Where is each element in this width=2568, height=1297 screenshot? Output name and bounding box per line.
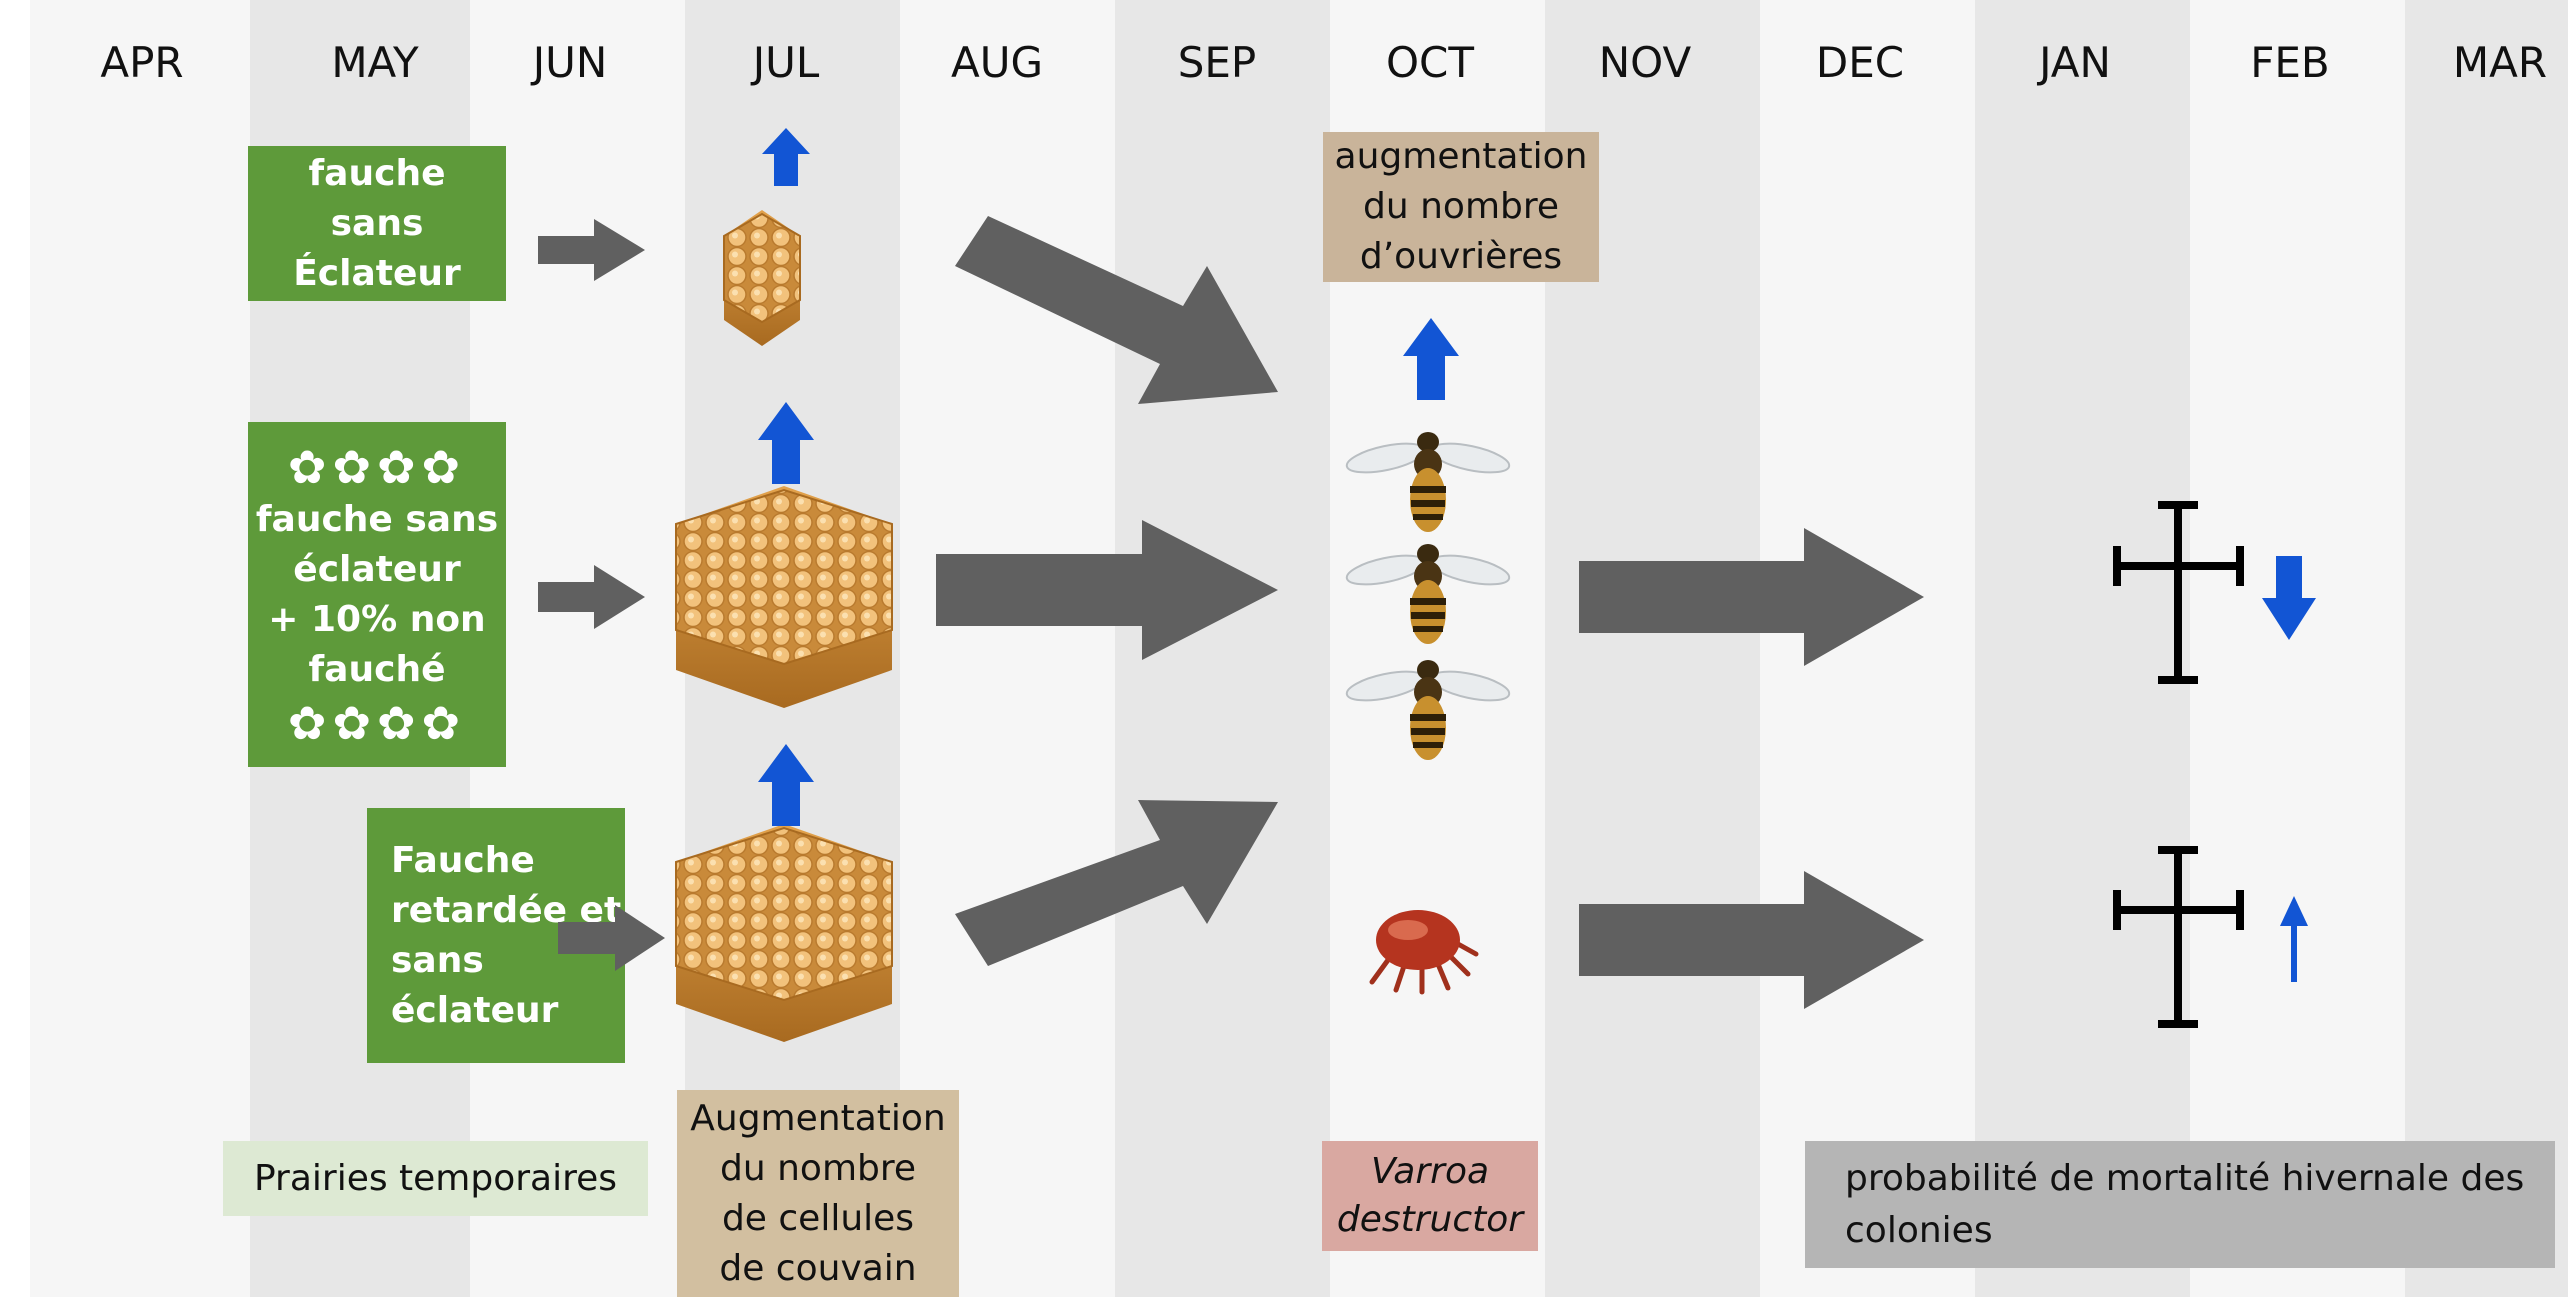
month-label-oct: OCT: [1385, 38, 1475, 87]
box-line: de cellules: [721, 1197, 915, 1239]
month-column-dec: [1760, 0, 1975, 1297]
varroa-destructor-label: Varroa destructor: [1322, 1141, 1538, 1251]
box-line: Éclateur: [293, 252, 461, 294]
month-label-jun: JUN: [532, 38, 608, 87]
right-arrow-icon: [1579, 871, 1924, 1009]
month-column-feb: [2190, 0, 2405, 1297]
honeycomb-icon: [675, 486, 893, 708]
daisy-icon: ✿✿✿✿: [287, 439, 467, 494]
right-arrow-icon: [558, 905, 665, 971]
right-arrow-icon: [1579, 528, 1924, 666]
box-line: augmentation: [1334, 136, 1588, 177]
right-arrow-icon: [538, 219, 645, 281]
month-column-aug: [900, 0, 1115, 1297]
month-label-apr: APR: [100, 38, 184, 87]
box-line: éclateur: [391, 989, 559, 1031]
box-line: fauche: [308, 152, 446, 194]
up-arrow-icon: [1403, 318, 1459, 400]
month-label-nov: NOV: [1598, 38, 1692, 87]
right-arrow-icon: [955, 800, 1278, 966]
box-line: de couvain: [719, 1247, 917, 1289]
box-line: + 10% non: [268, 598, 486, 640]
month-label-jul: JUL: [752, 38, 820, 87]
month-column-mar: [2405, 0, 2568, 1297]
right-arrow-icon: [936, 520, 1278, 660]
month-column-jan: [1975, 0, 2190, 1297]
temporary-meadows-label: Prairies temporaires: [223, 1141, 648, 1216]
daisy-icon: ✿✿✿✿: [287, 695, 467, 750]
box-line: Fauche: [391, 839, 535, 881]
box-line: colonies: [1845, 1209, 1993, 1251]
box-line: sans: [330, 202, 424, 244]
box-line: du nombre: [719, 1147, 917, 1189]
cross-icon: [2113, 846, 2244, 1028]
mowing-without-conditioner-box: fauche sans Éclateur: [248, 146, 506, 301]
winter-mortality-box: probabilité de mortalité hivernale des c…: [1805, 1141, 2555, 1268]
up-arrow-icon: [758, 744, 814, 826]
month-label-sep: SEP: [1177, 38, 1257, 87]
brood-increase-box: Augmentation du nombre de cellules de co…: [677, 1090, 959, 1297]
box-line: Augmentation: [690, 1097, 946, 1139]
box-line: fauche sans: [255, 498, 499, 540]
right-arrow-icon: [538, 565, 645, 629]
up-arrow-icon: [2280, 896, 2308, 982]
bee-icon: [1345, 660, 1511, 760]
bee-icon: [1345, 432, 1511, 532]
month-label-may: MAY: [331, 38, 419, 87]
up-arrow-icon: [758, 402, 814, 484]
box-line: probabilité de mortalité hivernale des: [1845, 1157, 2525, 1199]
month-label-jan: JAN: [2039, 38, 2111, 87]
month-label-feb: FEB: [2250, 38, 2330, 87]
cross-icon: [2113, 501, 2244, 684]
box-line: fauché: [308, 648, 446, 690]
honeycomb-icon: [723, 210, 801, 346]
varroa-mite-icon: [1369, 910, 1479, 995]
right-arrow-icon: [955, 216, 1278, 404]
month-label-mar: MAR: [2452, 38, 2548, 87]
honeycomb-icon: [675, 824, 893, 1042]
up-arrow-icon: [762, 128, 810, 186]
bee-icon: [1345, 544, 1511, 644]
box-line: d’ouvrières: [1359, 236, 1563, 277]
box-line: Prairies temporaires: [253, 1158, 618, 1199]
month-label-aug: AUG: [950, 38, 1044, 87]
month-label-dec: DEC: [1815, 38, 1905, 87]
worker-increase-box: augmentation du nombre d’ouvrières: [1323, 132, 1599, 282]
month-column-apr: [30, 0, 250, 1297]
box-line: Varroa: [1370, 1151, 1490, 1192]
box-line: du nombre: [1362, 186, 1560, 227]
mowing-with-refuge-box: ✿✿✿✿ fauche sans éclateur + 10% non fauc…: [248, 422, 506, 767]
down-arrow-icon: [2262, 556, 2316, 640]
box-line: destructor: [1336, 1199, 1524, 1240]
box-line: éclateur: [293, 548, 461, 590]
box-line: sans: [391, 939, 484, 981]
